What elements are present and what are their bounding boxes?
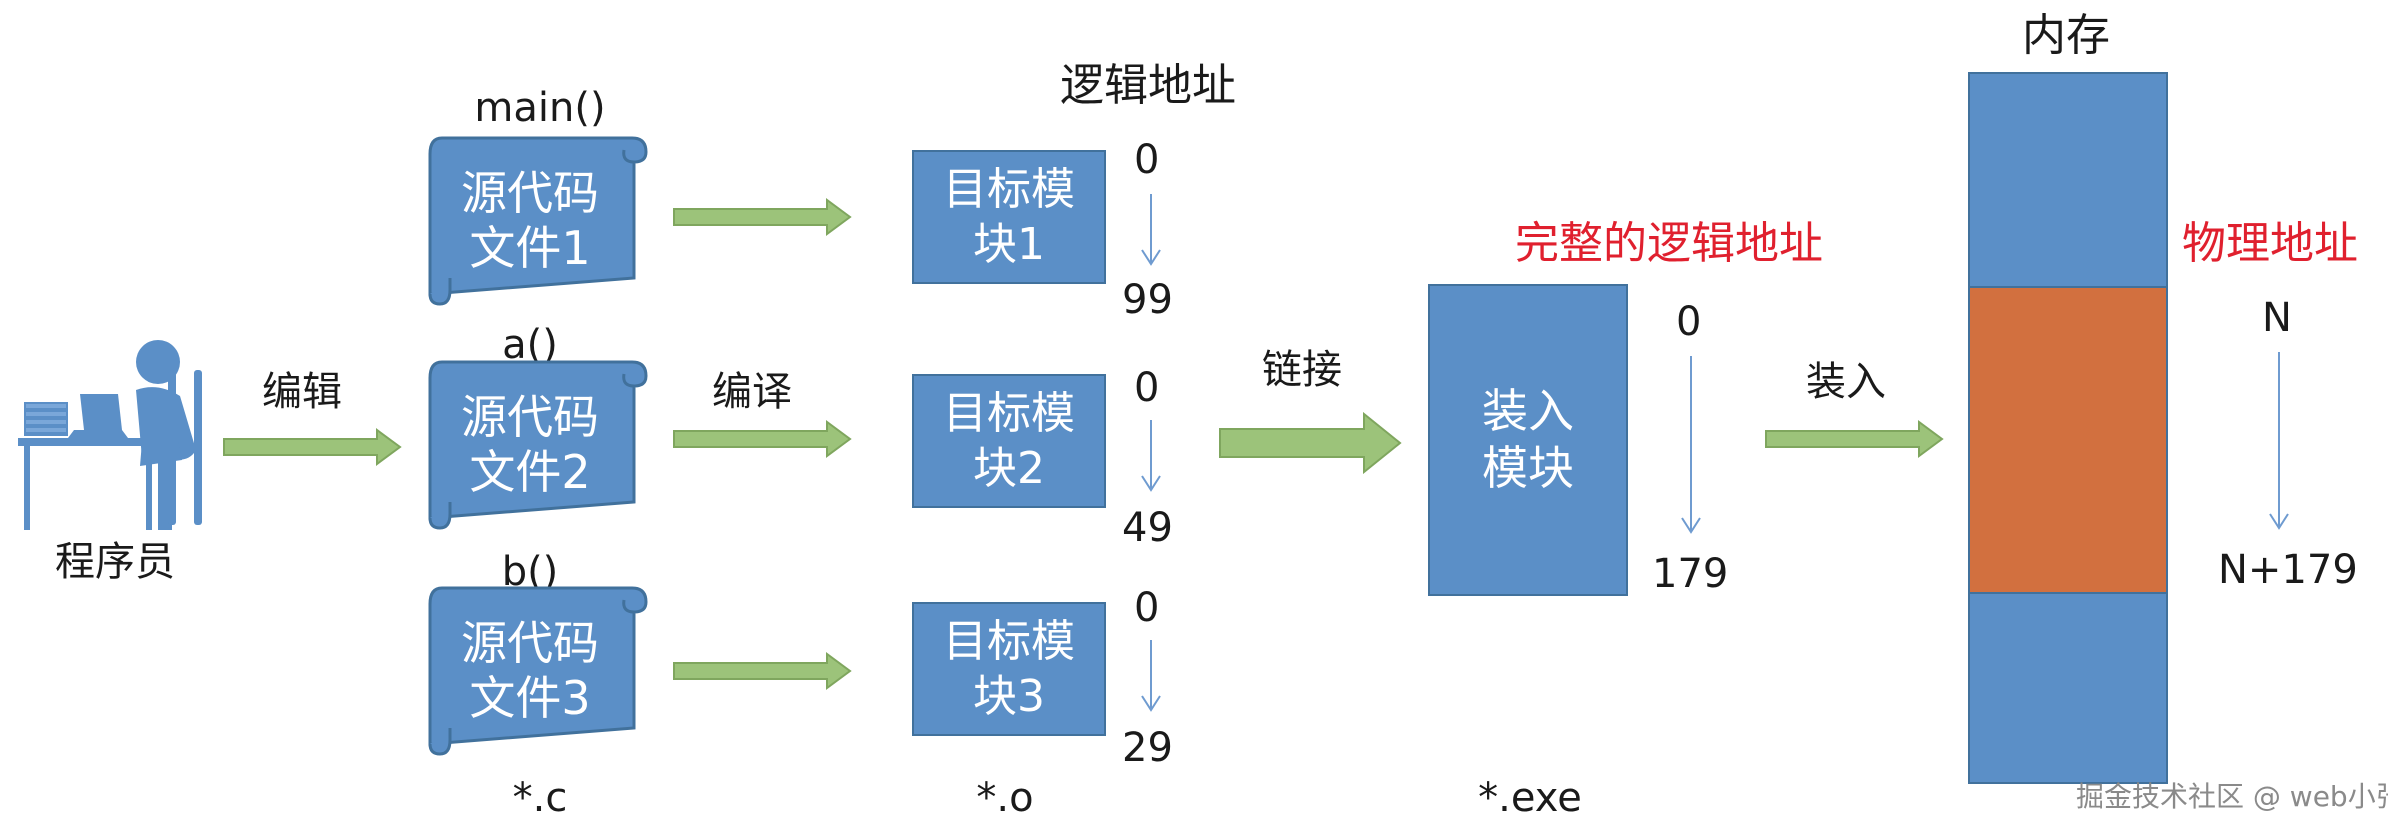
source-file-2: 源代码文件2	[420, 352, 650, 530]
object-module-1: 目标模 块1	[912, 150, 1106, 284]
object-module-2-line2: 块2	[973, 443, 1045, 494]
physical-start: N	[2262, 295, 2292, 341]
source-func-2: a()	[502, 322, 558, 368]
source-file-2-line1: 源代码	[461, 389, 599, 444]
module-3-range-arrow	[1141, 640, 1161, 712]
compile-arrow-1	[673, 198, 852, 236]
object-module-3-line1: 目标模	[943, 616, 1075, 667]
module-3-end: 29	[1122, 725, 1173, 771]
source-file-3-line1: 源代码	[461, 615, 599, 670]
compile-label: 编译	[712, 369, 792, 415]
source-file-1: 源代码文件1	[420, 128, 650, 306]
edit-label: 编辑	[262, 369, 342, 415]
object-extension: *.o	[976, 775, 1034, 821]
source-file-1-line1: 源代码	[461, 165, 599, 220]
memory-free-top	[1968, 72, 2168, 288]
exe-extension: *.exe	[1478, 775, 1582, 821]
object-module-3-line2: 块3	[973, 671, 1045, 722]
module-1-range-arrow	[1141, 194, 1161, 266]
memory-occupied-region	[1968, 286, 2168, 594]
module-3-start: 0	[1134, 585, 1160, 631]
source-func-1: main()	[474, 85, 606, 131]
programmer-label: 程序员	[55, 539, 175, 585]
object-module-2: 目标模 块2	[912, 374, 1106, 508]
load-module-line2: 模块	[1482, 441, 1574, 495]
module-1-start: 0	[1134, 137, 1160, 183]
source-file-2-line2: 文件2	[469, 445, 591, 499]
object-module-1-line2: 块1	[973, 219, 1045, 270]
load-module: 装入 模块	[1428, 284, 1628, 596]
memory-free-bottom	[1968, 592, 2168, 784]
source-extension: *.c	[512, 775, 568, 821]
compile-arrow-2	[673, 420, 852, 458]
source-func-3: b()	[501, 549, 559, 595]
physical-range-arrow	[2269, 352, 2289, 530]
memory-title: 内存	[2022, 10, 2110, 61]
object-module-2-line1: 目标模	[943, 388, 1075, 439]
link-arrow	[1219, 412, 1402, 474]
physical-address-title: 物理地址	[2182, 218, 2358, 269]
load-arrow	[1765, 420, 1944, 458]
link-label: 链接	[1262, 347, 1342, 393]
source-file-3-line2: 文件3	[469, 671, 591, 725]
load-module-line1: 装入	[1482, 383, 1574, 438]
logical-address-title: 逻辑地址	[1060, 60, 1236, 111]
compile-arrow-3	[673, 652, 852, 690]
edit-arrow	[223, 428, 402, 466]
complete-logical-address-title: 完整的逻辑地址	[1515, 218, 1823, 269]
object-module-3: 目标模 块3	[912, 602, 1106, 736]
object-module-1-line1: 目标模	[943, 164, 1075, 215]
module-2-end: 49	[1122, 505, 1173, 551]
source-file-3: 源代码文件3	[420, 578, 650, 756]
source-file-1-line2: 文件1	[469, 221, 591, 275]
watermark: 掘金技术社区 @ web小张	[2076, 780, 2388, 813]
module-1-end: 99	[1122, 277, 1173, 323]
load-module-range-arrow	[1681, 356, 1701, 534]
load-module-start: 0	[1676, 299, 1702, 345]
module-2-start: 0	[1134, 365, 1160, 411]
programmer-icon	[18, 330, 208, 530]
physical-end: N+179	[2218, 547, 2358, 593]
load-label: 装入	[1806, 359, 1886, 405]
module-2-range-arrow	[1141, 420, 1161, 492]
load-module-end: 179	[1652, 551, 1729, 597]
